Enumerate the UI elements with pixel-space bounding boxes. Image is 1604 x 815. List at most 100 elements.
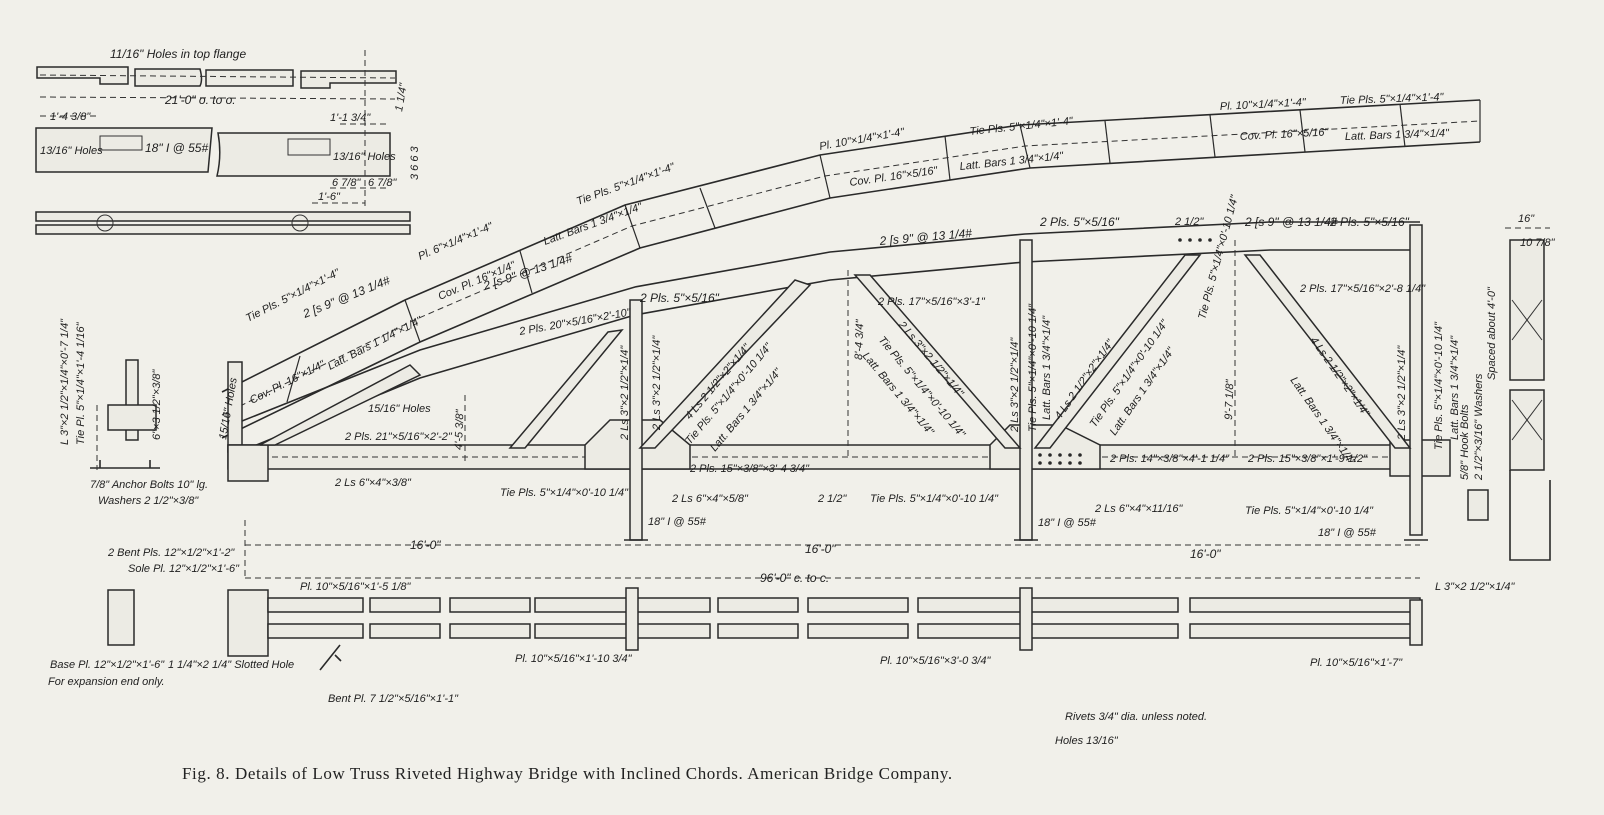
holes-left-label: 13/16" Holes bbox=[40, 145, 103, 157]
height-label: 8'-4 3/4" bbox=[853, 318, 866, 360]
top-flange-segment bbox=[300, 70, 397, 89]
slotted-hole-label: 1 1/4"×2 1/4" Slotted Hole bbox=[168, 659, 294, 671]
bottom-plate-label: Pl. 10"×5/16"×3'-0 3/4" bbox=[880, 655, 992, 667]
top-chord bbox=[231, 249, 1420, 456]
bent-plates-label: 2 Bent Pls. 12"×1/2"×1'-2" bbox=[107, 547, 235, 559]
vertical-post bbox=[1409, 224, 1423, 536]
section-width-label: 16" bbox=[1518, 213, 1535, 225]
tie-plates-label: Tie Pls. 5"×1/4"×0'-10 1/4" bbox=[870, 493, 999, 505]
washers-label: Washers 2 1/2"×3/8" bbox=[98, 495, 199, 507]
stringer-length-label: 21'-0" o. to o. bbox=[164, 93, 236, 107]
sole-plate-label: Sole Pl. 12"×1/2"×1'-6" bbox=[128, 563, 240, 575]
expansion-note: For expansion end only. bbox=[48, 676, 165, 688]
holes-label: 15/16" Holes bbox=[368, 403, 431, 415]
hook-bolts-label: 5/8" Hook Bolts bbox=[1459, 404, 1471, 480]
bottom-chord-label: 2 Ls 6"×4"×3/8" bbox=[334, 477, 412, 489]
diagonal bbox=[1243, 254, 1412, 449]
chord-plan-label: Tie Pls. 5"×1/4"×1'-4" bbox=[1340, 91, 1445, 107]
floorbeam-label: 18" I @ 55# bbox=[648, 516, 707, 528]
top-plates-label: 2 Pls. 5"×5/16" bbox=[639, 291, 720, 305]
spacing-label: Spaced about 4'-0" bbox=[1486, 286, 1498, 380]
bottom-gusset-label: 2 Pls. 14"×3/8"×4'-1 1/4" bbox=[1109, 453, 1230, 465]
bottom-gusset-label: 2 Pls. 15"×3/8"×3'-4 3/4" bbox=[689, 463, 810, 475]
vertical-tie-label: Tie Pls. 5"×1/4"×0'-10 1/4" bbox=[1027, 303, 1039, 432]
bottom-plate-label: Pl. 10"×5/16"×1'-10 3/4" bbox=[515, 653, 633, 665]
vertical-label: 2 Ls 3"×2 1/2"×1/4" bbox=[1009, 337, 1021, 433]
gap-label: 2 1/2" bbox=[1174, 216, 1204, 228]
vertical-label: 2 Ls 3"×2 1/2"×1/4" bbox=[651, 335, 663, 431]
shoe-angle2-label: 6"×3 1/2"×3/8" bbox=[151, 368, 163, 440]
spacing-total-label: 1'-6" bbox=[318, 191, 341, 203]
top-chord bbox=[231, 221, 1420, 426]
chord-label: 2 [s 9" @ 13 1/4# bbox=[1244, 215, 1338, 229]
diagonal bbox=[853, 274, 1022, 449]
holes-right-label: 13/16" Holes bbox=[333, 151, 396, 163]
rivets-note: Rivets 3/4" dia. unless noted. bbox=[1065, 711, 1207, 723]
top-plates-label: 2 Pls. 5"×5/16" bbox=[1039, 215, 1120, 229]
section-angle-label: L 3"×2 1/2"×1/4" bbox=[1435, 581, 1516, 593]
floorbeam-label: 18" I @ 55# bbox=[1318, 527, 1377, 539]
spacing-a-label: 6 7/8" bbox=[332, 177, 361, 189]
chord-plan-label: Cov. Pl. 16"×5/16" bbox=[1240, 126, 1330, 143]
vertical-latt-label: Latt. Bars 1 3/4"×1/4" bbox=[1041, 315, 1053, 420]
bottom-gap-label: 2 1/2" bbox=[817, 493, 847, 505]
chord-plan-label: Latt. Bars 1 3/4"×1/4" bbox=[1345, 127, 1451, 143]
diagonal bbox=[508, 328, 624, 449]
shoe-angle-label: L 3"×2 1/2"×1/4"×0'-7 1/4" bbox=[59, 318, 71, 445]
end-tie-label: Tie Pls. 5"×1/4"×0'-10 1/4" bbox=[1433, 321, 1445, 450]
bottom-chord-label: 2 Ls 6"×4"×5/8" bbox=[671, 493, 749, 505]
gusset-label: 2 Pls. 17"×5/16"×2'-8 1/4" bbox=[1299, 283, 1426, 295]
diagonal bbox=[638, 279, 812, 449]
chord-label: 2 [s 9" @ 13 1/4# bbox=[878, 226, 973, 248]
span-label: 96'-0" c. to c. bbox=[760, 571, 829, 585]
stringer-plan bbox=[35, 224, 411, 235]
bent-plate-label: Bent Pl. 7 1/2"×5/16"×1'-1" bbox=[328, 693, 459, 705]
dimension-lines: 16'-0" 16'-0" 16'-0" 96'-0" c. to c. bbox=[244, 520, 1420, 585]
chord-plan-label: Latt. Bars 1 3/4"×1/4" bbox=[542, 201, 645, 248]
floorbeam-label: 18" I @ 55# bbox=[1038, 517, 1097, 529]
bottom-gusset-label: 2 Pls. 15"×3/8"×1'-9 1/2" bbox=[1247, 453, 1368, 465]
vertical-label: 2 Ls 3"×2 1/2"×1/4" bbox=[619, 345, 631, 441]
bottom-plate-label: Pl. 10"×5/16"×1'-7" bbox=[1310, 657, 1403, 669]
shoe-tie-label: Tie Pl. 5"×1/4"×1'-4 1/16" bbox=[75, 321, 87, 445]
shoe-gusset bbox=[227, 444, 269, 482]
tie-plates-label: Tie Pls. 5"×1/4"×0'-10 1/4" bbox=[500, 487, 629, 499]
stringer-plan bbox=[35, 211, 411, 222]
stringer-beam-label: 18" I @ 55# bbox=[145, 141, 208, 155]
anchor-bolts-label: 7/8" Anchor Bolts 10" lg. bbox=[90, 479, 208, 491]
section-inner-label: 10 7/8" bbox=[1520, 237, 1556, 249]
panel-length-label: 16'-0" bbox=[805, 542, 836, 556]
end-latt-label: Latt. Bars 1 3/4"×1/4" bbox=[1449, 335, 1461, 440]
chord-plan-label: Pl. 6"×1/4"×1'-4" bbox=[416, 220, 495, 263]
top-plates-label: 2 Pls. 5"×5/16" bbox=[1329, 215, 1410, 229]
hole-pitch-label: 3 6 6 3 bbox=[409, 145, 421, 180]
end-offset-label: 1'-4 3/8" bbox=[50, 111, 91, 123]
stringer-detail: 11/16" Holes in top flange 21'-0" o. to … bbox=[35, 47, 421, 235]
top-flange-holes-label: 11/16" Holes in top flange bbox=[110, 47, 246, 61]
chord-plan-label: Cov. Pl. 16"×5/16" bbox=[849, 165, 940, 189]
height-label: 9'-7 1/8" bbox=[1223, 378, 1236, 420]
gusset-label: 2 Pls. 21"×5/16"×2'-2" bbox=[344, 431, 453, 443]
bottom-plate-label: Pl. 10"×5/16"×1'-5 1/8" bbox=[300, 581, 412, 593]
height-label: 4'-5 3/8" bbox=[453, 408, 466, 450]
bottom-chord-label: 2 Ls 6"×4"×11/16" bbox=[1094, 503, 1183, 515]
holes-note: Holes 13/16" bbox=[1055, 735, 1119, 747]
end-section: 16" 10 7/8" Spaced about 4'-0" 5/8" Hook… bbox=[1435, 213, 1556, 593]
shoe-detail: L 3"×2 1/2"×1/4"×0'-7 1/4" Tie Pl. 5"×1/… bbox=[48, 318, 459, 705]
vertical-post bbox=[629, 299, 643, 541]
chord-plan-label: Tie Pls. 5"×1/4"×1'-4" bbox=[575, 161, 677, 208]
truss-elevation: 2 [s 9" @ 13 1/4# 2 [s 9" @ 13 1/4# 2 [s… bbox=[217, 193, 1461, 541]
base-plate-label: Base Pl. 12"×1/2"×1'-6" bbox=[50, 659, 165, 671]
end-vertical-label: 2 Ls 3"×2 1/2"×1/4" bbox=[1396, 345, 1408, 441]
panel-length-label: 16'-0" bbox=[1190, 547, 1221, 561]
gusset-label: 2 Pls. 17"×5/16"×3'-1" bbox=[877, 296, 986, 308]
chord-plan-label: Pl. 10"×1/4"×1'-4" bbox=[1220, 96, 1308, 113]
top-flange-segment bbox=[134, 68, 203, 87]
diagonal bbox=[259, 364, 422, 446]
diagonal bbox=[1033, 254, 1202, 449]
figure-caption: Fig. 8. Details of Low Truss Riveted Hig… bbox=[182, 764, 953, 783]
tie-plates-label: Tie Pls. 5"×1/4"×0'-10 1/4" bbox=[1245, 505, 1374, 517]
panel-length-label: 16'-0" bbox=[410, 538, 441, 552]
